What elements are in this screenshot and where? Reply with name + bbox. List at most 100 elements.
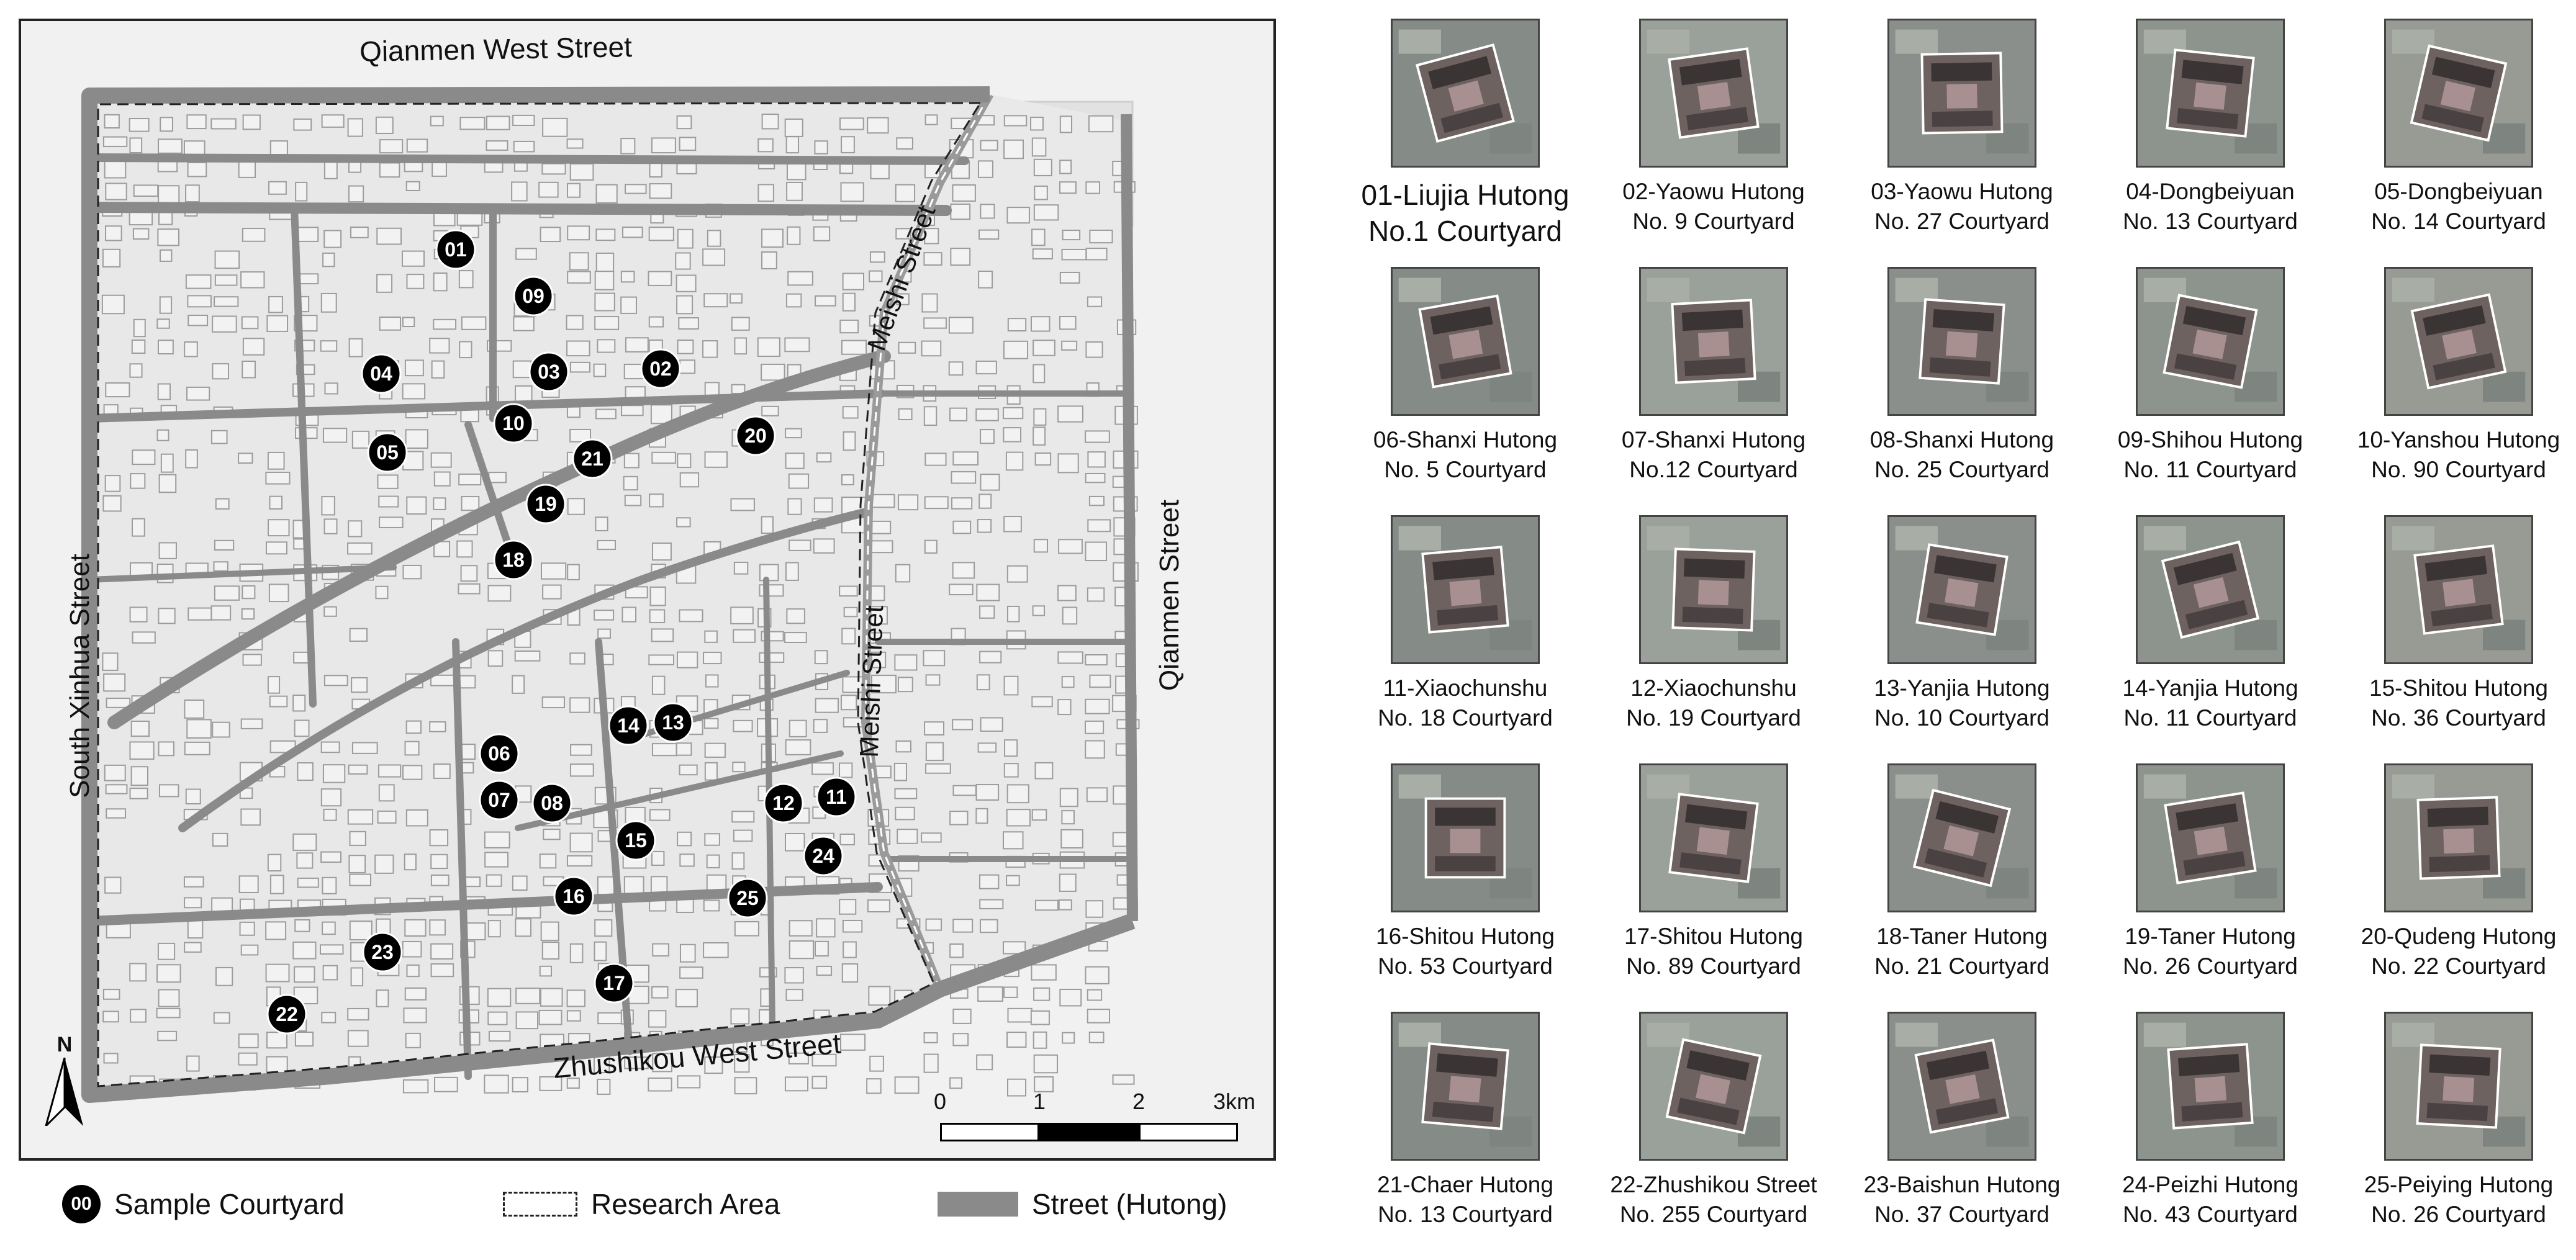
- building-footprint: [1033, 340, 1055, 356]
- building-footprint: [624, 495, 642, 506]
- courtyard-marker-22[interactable]: 22: [266, 994, 307, 1035]
- building-footprint: [186, 1055, 200, 1072]
- courtyard-marker-12[interactable]: 12: [763, 783, 804, 824]
- building-footprint: [156, 429, 169, 441]
- building-footprint: [488, 472, 507, 484]
- building-footprint: [1089, 229, 1113, 244]
- building-footprint: [213, 1012, 230, 1024]
- courtyard-marker-11[interactable]: 11: [816, 776, 857, 817]
- courtyard-marker-20[interactable]: 20: [735, 415, 776, 456]
- legend-marker-symbol: 00: [62, 1185, 101, 1223]
- building-footprint: [734, 337, 748, 355]
- building-footprint: [185, 788, 201, 804]
- legend-street: Street (Hutong): [938, 1179, 1227, 1229]
- courtyard-marker-label: 04: [370, 362, 392, 385]
- building-footprint: [160, 453, 174, 473]
- scale-bar-white-2: [1139, 1123, 1238, 1141]
- courtyard-marker-05[interactable]: 05: [367, 432, 408, 473]
- building-footprint: [268, 295, 283, 313]
- building-footprint: [784, 1076, 809, 1092]
- courtyard-name: 23-Baishun Hutong: [1863, 1172, 2061, 1197]
- courtyard-marker-01[interactable]: 01: [435, 229, 476, 270]
- building-footprint: [788, 473, 810, 489]
- building-footprint: [1031, 964, 1057, 981]
- building-footprint: [347, 542, 373, 555]
- courtyard-marker-04[interactable]: 04: [361, 353, 402, 394]
- courtyard-marker-15[interactable]: 15: [615, 820, 656, 861]
- building-footprint: [294, 966, 315, 983]
- building-footprint: [296, 227, 319, 242]
- building-footprint: [349, 873, 371, 886]
- building-footprint: [157, 340, 174, 355]
- building-footprint: [705, 674, 719, 688]
- building-footprint: [594, 271, 615, 290]
- building-footprint: [292, 695, 306, 712]
- building-footprint: [129, 741, 155, 760]
- building-footprint: [677, 831, 692, 847]
- courtyard-marker-08[interactable]: 08: [531, 783, 572, 824]
- building-footprint: [210, 605, 232, 621]
- courtyard-marker-25[interactable]: 25: [727, 878, 768, 919]
- courtyard-marker-18[interactable]: 18: [493, 539, 534, 580]
- building-footprint: [402, 564, 422, 580]
- courtyard-marker-17[interactable]: 17: [594, 963, 635, 1004]
- courtyard-marker-09[interactable]: 09: [513, 276, 554, 317]
- courtyard-satellite-image: [1391, 763, 1540, 912]
- satellite-icon: [1889, 517, 2035, 662]
- courtyard-marker-02[interactable]: 02: [640, 348, 681, 389]
- building-footprint: [1057, 405, 1083, 423]
- courtyard-marker-24[interactable]: 24: [803, 835, 844, 876]
- courtyard-marker-13[interactable]: 13: [653, 702, 694, 743]
- courtyard-marker-label: 25: [736, 887, 759, 909]
- courtyard-marker-19[interactable]: 19: [525, 484, 566, 524]
- building-footprint: [430, 874, 450, 886]
- building-footprint: [704, 630, 718, 643]
- courtyard-marker-06[interactable]: 06: [479, 733, 520, 774]
- building-footprint: [679, 359, 696, 374]
- building-footprint: [106, 698, 131, 708]
- building-footprint: [322, 252, 335, 268]
- courtyard-marker-10[interactable]: 10: [493, 403, 534, 444]
- satellite-icon: [2138, 765, 2283, 911]
- courtyard-marker-21[interactable]: 21: [572, 438, 613, 479]
- courtyard-marker-23[interactable]: 23: [362, 932, 403, 973]
- courtyard-marker-14[interactable]: 14: [608, 705, 649, 746]
- building-footprint: [430, 943, 454, 960]
- courtyard-number: No. 37 Courtyard: [1874, 1202, 2050, 1227]
- courtyard-marker-07[interactable]: 07: [479, 780, 520, 821]
- building-footprint: [541, 696, 565, 709]
- building-footprint: [539, 965, 553, 977]
- building-footprint: [539, 853, 557, 869]
- courtyard-marker-03[interactable]: 03: [528, 351, 569, 392]
- courtyard-name: 11-Xiaochunshu: [1383, 675, 1548, 701]
- building-footprint: [430, 963, 454, 978]
- courtyard-marker-16[interactable]: 16: [553, 876, 594, 917]
